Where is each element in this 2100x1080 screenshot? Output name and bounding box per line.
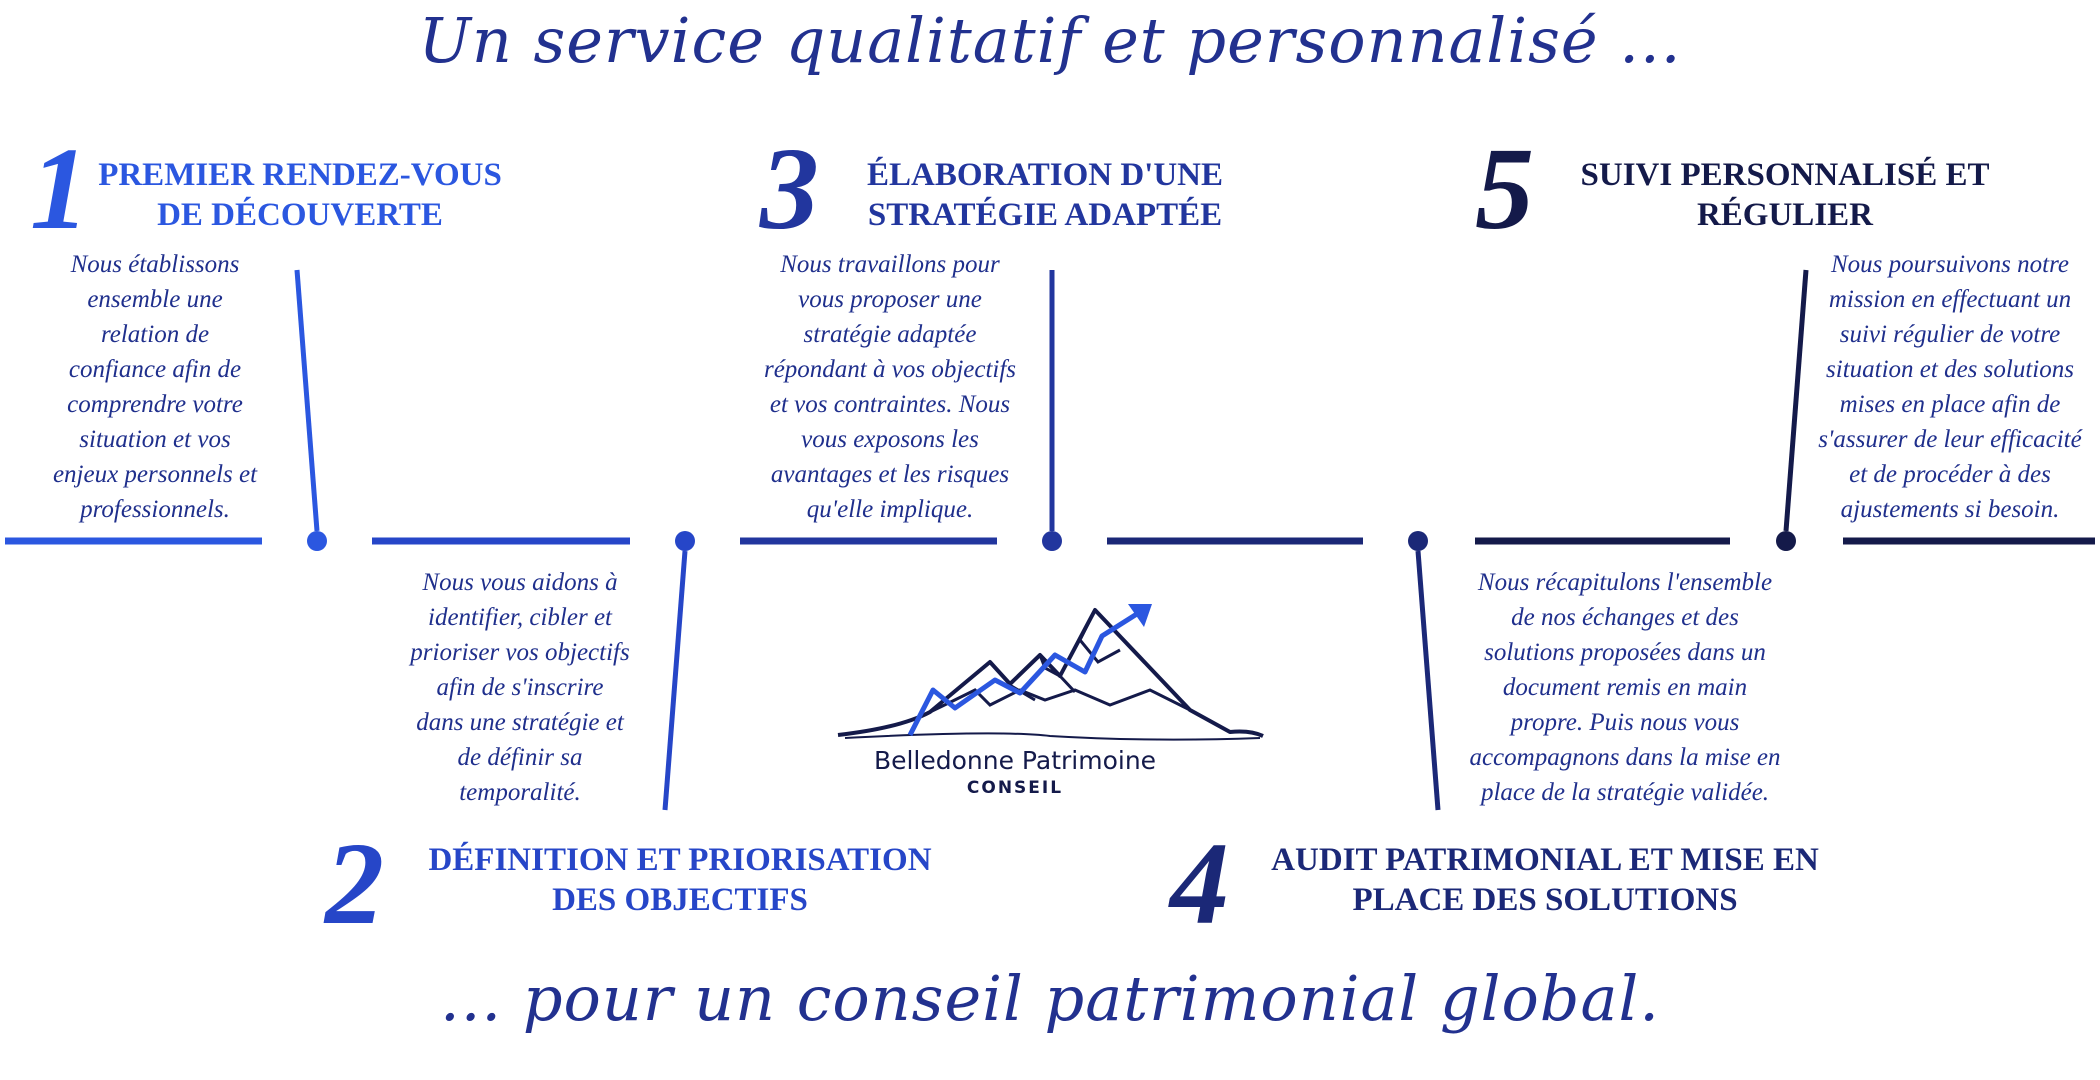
step-3-title: ÉLABORATION D'UNE STRATÉGIE ADAPTÉE (845, 155, 1245, 235)
desc-line: professionnels. (80, 496, 230, 523)
desc-line: mission en effectuant un (1828, 286, 2072, 313)
desc-line: de définir sa (457, 744, 583, 771)
connector-1 (294, 269, 320, 532)
step-5-description: Nous poursuivons notre mission en effect… (1805, 247, 2095, 527)
connector-5 (1783, 269, 1809, 532)
connector-4 (1415, 550, 1441, 811)
desc-line: ensemble une (87, 286, 223, 313)
desc-line: Nous établissons (70, 251, 240, 278)
desc-line: propre. Puis nous vous (1510, 709, 1740, 736)
desc-line: Nous poursuivons notre (1831, 251, 2069, 278)
step-4-title: AUDIT PATRIMONIAL ET MISE EN PLACE DES S… (1265, 840, 1825, 920)
step-2-description: Nous vous aidons à identifier, cibler et… (385, 565, 655, 810)
desc-line: Nous travaillons pour (780, 251, 1000, 278)
desc-line: mises en place afin de (1839, 391, 2061, 418)
step-4-description: Nous récapitulons l'ensemble de nos écha… (1440, 565, 1810, 810)
step-2-title-line: DES OBJECTIFS (552, 882, 808, 918)
step-3-number: 3 (760, 123, 819, 254)
desc-line: identifier, cibler et (428, 604, 612, 631)
desc-line: stratégie adaptée (803, 321, 977, 348)
step-5-title-line: RÉGULIER (1696, 197, 1874, 233)
step-2-number: 2 (325, 818, 384, 949)
step-1-number: 1 (30, 123, 89, 254)
timeline-dot-2 (675, 531, 695, 551)
step-2-title: DÉFINITION ET PRIORISATION DES OBJECTIFS (420, 840, 940, 920)
desc-line: situation et des solutions (1826, 356, 2074, 383)
desc-line: solutions proposées dans un (1484, 639, 1766, 666)
timeline-dot-3 (1042, 531, 1062, 551)
step-1-title-line: DE DÉCOUVERTE (157, 197, 443, 233)
desc-line: vous exposons les (801, 426, 979, 453)
desc-line: place de la stratégie validée. (1480, 779, 1770, 806)
step-3-title-line: ÉLABORATION D'UNE (866, 157, 1224, 193)
step-5-number: 5 (1475, 123, 1534, 254)
mountain-logo-icon (837, 604, 1264, 741)
step-4-number: 4 (1170, 818, 1229, 949)
desc-line: qu'elle implique. (806, 496, 974, 523)
desc-line: vous proposer une (798, 286, 982, 313)
step-5-title-line: SUIVI PERSONNALISÉ ET (1580, 157, 1990, 193)
desc-line: dans une stratégie et (416, 709, 624, 736)
logo-subtitle: CONSEIL (966, 778, 1064, 798)
headline: Un service qualitatif et personnalisé ..… (418, 4, 1682, 77)
desc-line: document remis en main (1502, 674, 1748, 701)
step-1-description: Nous établissons ensemble une relation d… (20, 247, 290, 527)
step-1-title-line: PREMIER RENDEZ-VOUS (98, 157, 502, 193)
step-2-title-line: DÉFINITION ET PRIORISATION (428, 842, 932, 878)
step-3-title-line: STRATÉGIE ADAPTÉE (867, 197, 1223, 233)
logo-name: Belledonne Patrimoine (873, 746, 1157, 775)
step-4-title-line: AUDIT PATRIMONIAL ET MISE EN (1271, 842, 1819, 878)
desc-line: s'assurer de leur efficacité (1818, 426, 2082, 453)
desc-line: répondant à vos objectifs (763, 356, 1017, 383)
timeline-dot-1 (307, 531, 327, 551)
step-5-title: SUIVI PERSONNALISÉ ET RÉGULIER (1575, 155, 1995, 235)
step-4-title-line: PLACE DES SOLUTIONS (1352, 882, 1738, 918)
timeline-dot-5 (1776, 531, 1796, 551)
timeline-dot-4 (1408, 531, 1428, 551)
desc-line: avantages et les risques (770, 461, 1010, 488)
desc-line: accompagnons dans la mise en (1469, 744, 1781, 771)
desc-line: et vos contraintes. Nous (769, 391, 1011, 418)
desc-line: enjeux personnels et (52, 461, 258, 488)
desc-line: ajustements si besoin. (1840, 496, 2060, 523)
desc-line: comprendre votre (67, 391, 243, 418)
desc-line: Nous récapitulons l'ensemble (1477, 569, 1773, 596)
tagline: ... pour un conseil patrimonial global. (440, 962, 1660, 1035)
step-1-title: PREMIER RENDEZ-VOUS DE DÉCOUVERTE (90, 155, 510, 235)
desc-line: temporalité. (459, 779, 581, 806)
step-3-description: Nous travaillons pour vous proposer une … (740, 247, 1040, 527)
desc-line: suivi régulier de votre (1839, 321, 2061, 348)
connector-2 (662, 550, 688, 811)
desc-line: prioriser vos objectifs (410, 639, 630, 666)
desc-line: confiance afin de (68, 356, 242, 383)
desc-line: Nous vous aidons à (422, 569, 618, 596)
desc-line: relation de (100, 321, 210, 348)
desc-line: et de procéder à des (1849, 461, 2051, 488)
desc-line: afin de s'inscrire (436, 674, 604, 701)
desc-line: situation et vos (79, 426, 231, 453)
desc-line: de nos échanges et des (1511, 604, 1739, 631)
